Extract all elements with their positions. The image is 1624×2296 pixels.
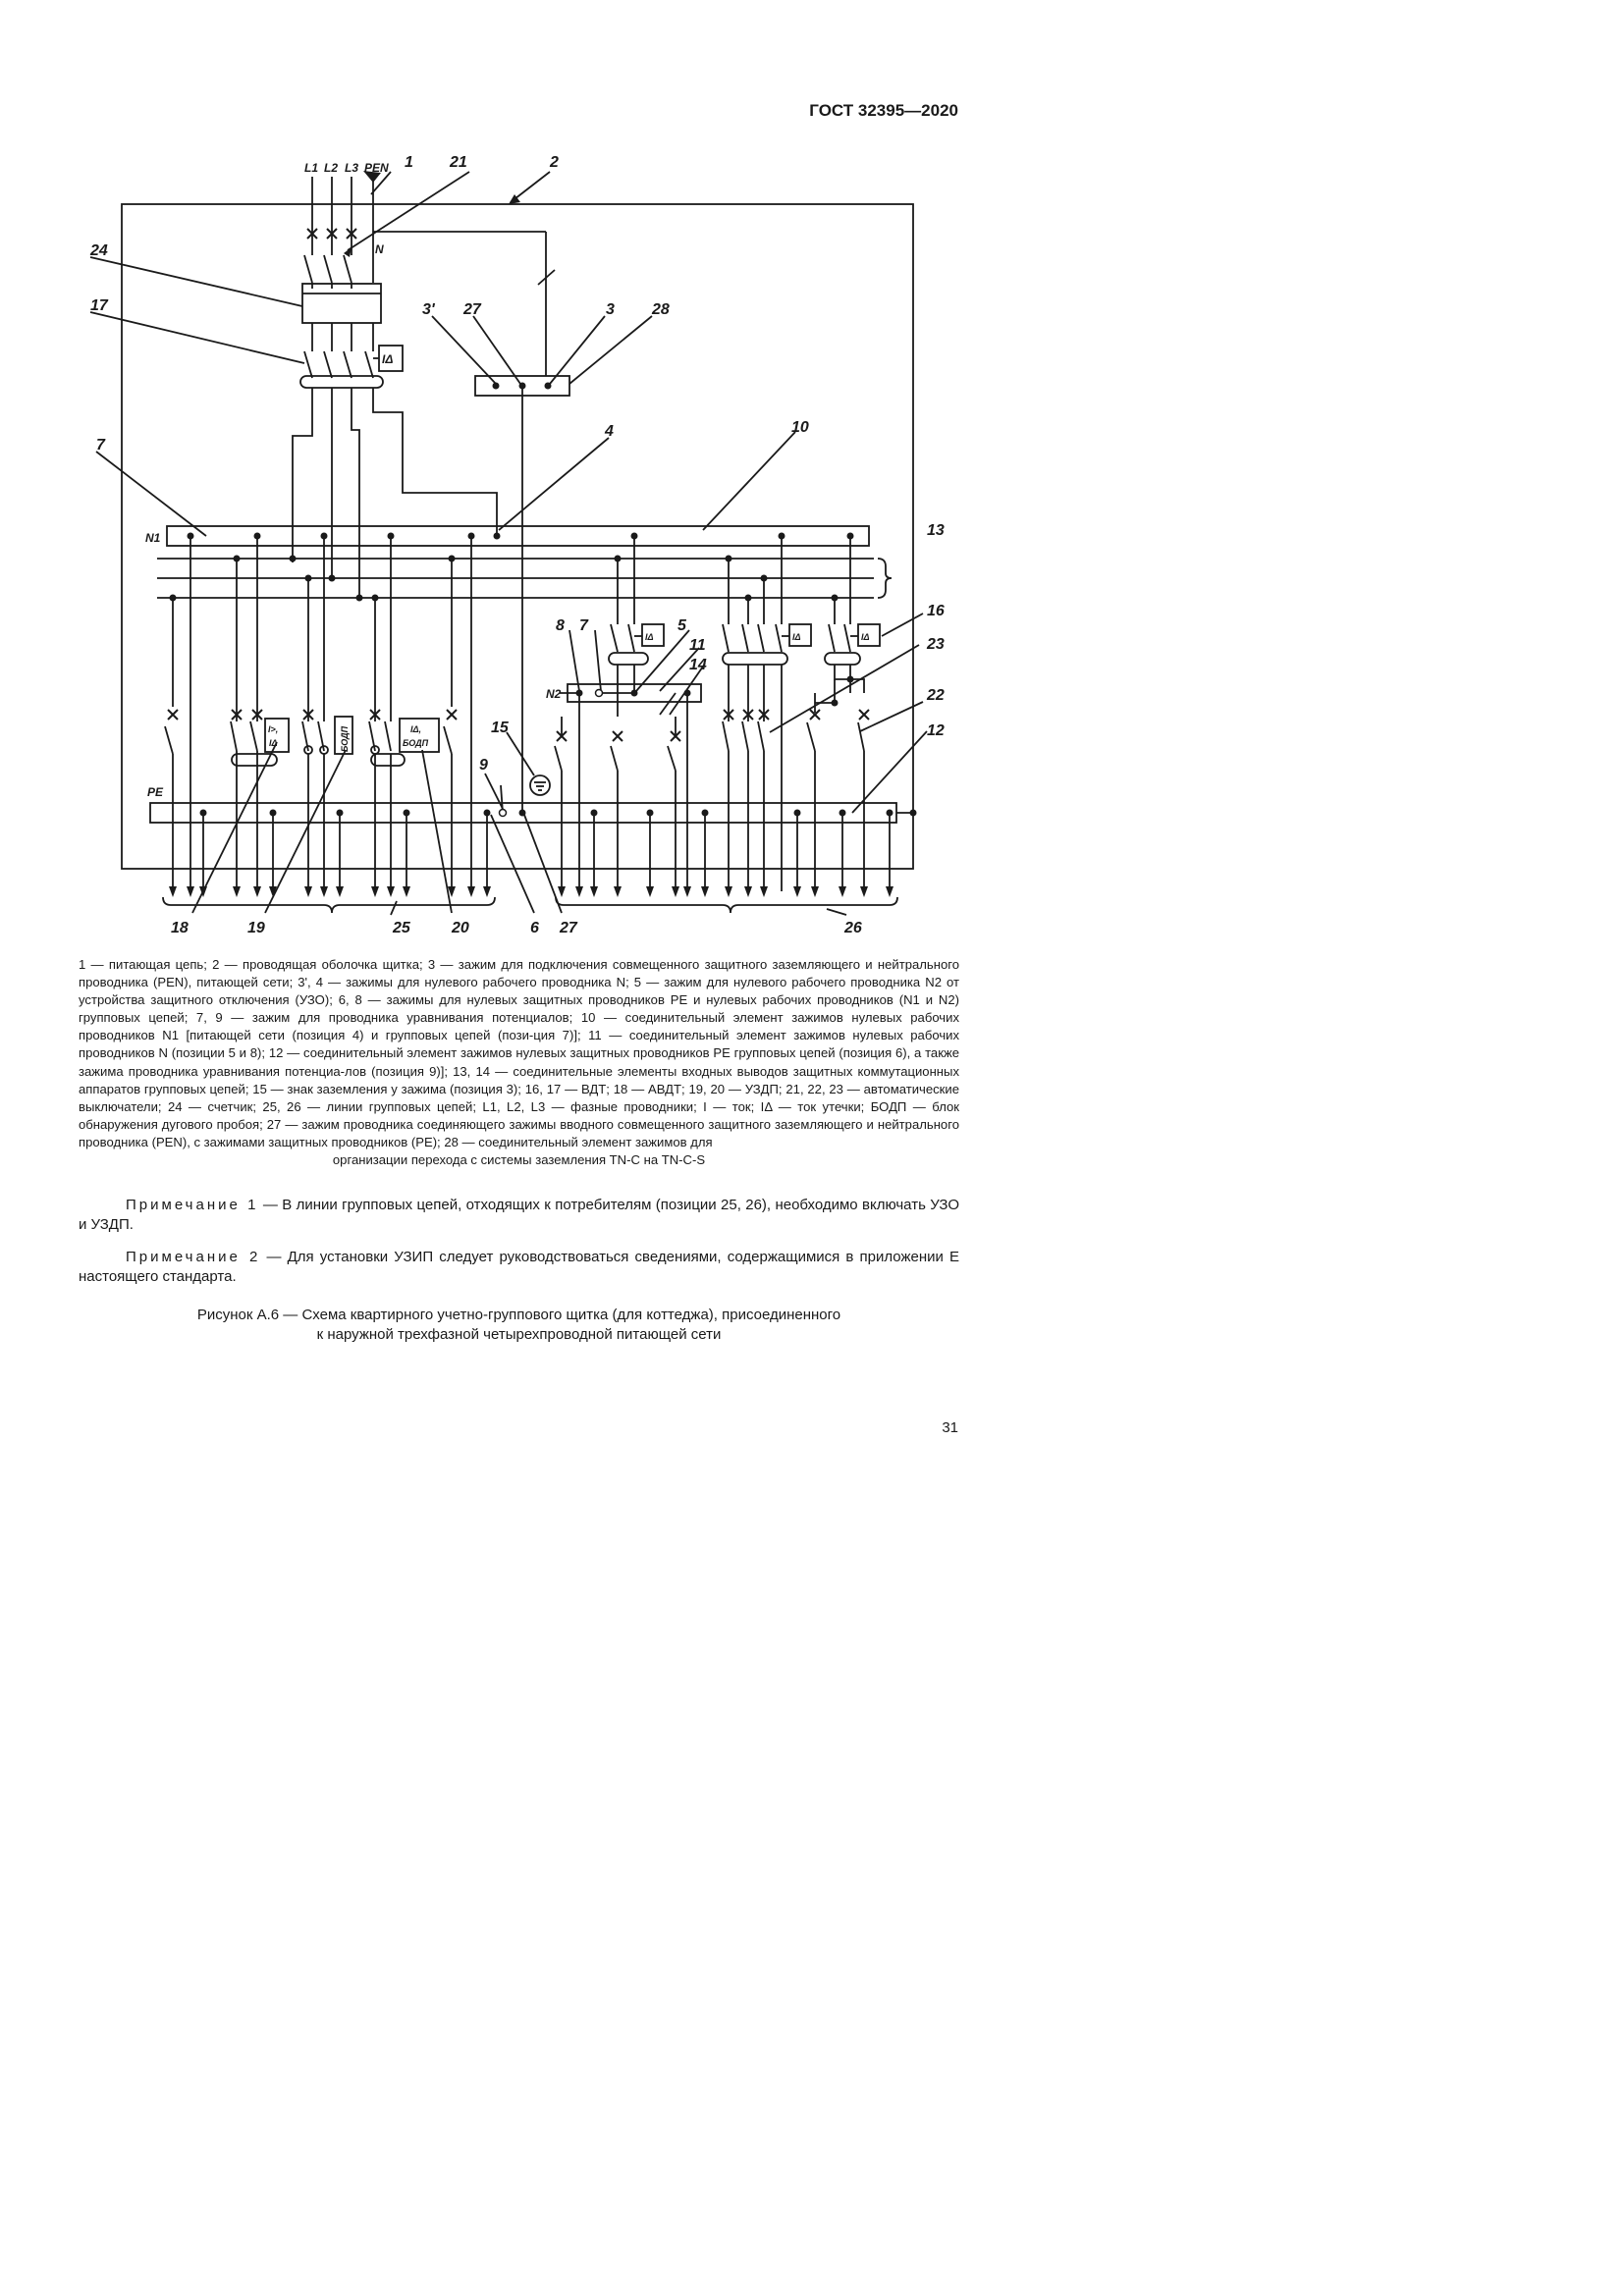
label-l1: L1 bbox=[304, 161, 318, 175]
callout-14: 14 bbox=[689, 657, 707, 673]
label-idelta-rcd-b: IΔ bbox=[792, 632, 801, 642]
callout-13: 13 bbox=[927, 522, 945, 539]
callout-23: 23 bbox=[926, 636, 945, 653]
right-group-circuits bbox=[554, 536, 891, 891]
note-2-label: Примечание 2 bbox=[126, 1249, 261, 1265]
output-arrows bbox=[169, 171, 893, 897]
note-2-text: — Для установки УЗИП следует руководство… bbox=[79, 1249, 959, 1285]
note-1: Примечание 1 — В линии групповых цепей, … bbox=[79, 1196, 959, 1235]
callout-12: 12 bbox=[927, 722, 945, 739]
diagram-wires bbox=[89, 171, 928, 916]
legend-last-line: организации перехода с системы заземлени… bbox=[332, 1152, 706, 1168]
label-l2: L2 bbox=[324, 161, 338, 175]
electricity-meter bbox=[301, 283, 382, 324]
callout-10: 10 bbox=[791, 419, 809, 436]
callout-19: 19 bbox=[247, 920, 265, 936]
callout-5: 5 bbox=[677, 617, 687, 634]
document-standard-number: ГОСТ 32395—2020 bbox=[809, 101, 958, 120]
callout-21: 21 bbox=[449, 154, 467, 171]
n1-bus bbox=[166, 525, 870, 547]
callout-7-left: 7 bbox=[96, 437, 106, 454]
callout-9: 9 bbox=[479, 757, 488, 774]
breaker-crosses bbox=[167, 228, 870, 742]
callout-16: 16 bbox=[927, 603, 945, 619]
caption-line-1: Рисунок А.6 — Схема квартирного учетно-г… bbox=[196, 1307, 841, 1323]
callout-27-bottom: 27 bbox=[559, 920, 578, 936]
figure-legend: 1 — питающая цепь; 2 — проводящая оболоч… bbox=[79, 956, 959, 1169]
label-idelta-20: IΔ, bbox=[410, 724, 421, 734]
callout-8: 8 bbox=[556, 617, 565, 634]
label-idelta-rcd-a: IΔ bbox=[645, 632, 654, 642]
callout-25: 25 bbox=[392, 920, 411, 936]
callout-27-top: 27 bbox=[462, 301, 482, 318]
label-pe: PE bbox=[147, 785, 164, 799]
label-overcurrent-18: I>, bbox=[268, 724, 278, 734]
label-n: N bbox=[375, 242, 384, 256]
callout-28: 28 bbox=[651, 301, 670, 318]
label-l3: L3 bbox=[345, 161, 358, 175]
open-contacts bbox=[498, 688, 604, 818]
page-number: 31 bbox=[942, 1419, 958, 1436]
callout-4: 4 bbox=[604, 423, 614, 440]
brace-25 bbox=[162, 896, 496, 914]
wiring-diagram: L1 L2 L3 PEN N N1 N2 PE IΔ IΔ IΔ IΔ I>, … bbox=[89, 154, 945, 936]
ground-symbol bbox=[529, 774, 551, 796]
label-bodp-20: БОДП bbox=[403, 738, 429, 748]
label-idelta-18: IΔ bbox=[269, 738, 278, 748]
junction-dots bbox=[169, 382, 917, 817]
callout-3: 3 bbox=[606, 301, 615, 318]
label-bodp-19: БОДП bbox=[340, 725, 350, 752]
callout-1: 1 bbox=[405, 154, 413, 171]
label-n2: N2 bbox=[546, 687, 562, 701]
callout-3-prime: 3' bbox=[422, 301, 436, 318]
callout-7-right: 7 bbox=[579, 617, 589, 634]
callout-24: 24 bbox=[89, 242, 108, 259]
callout-11: 11 bbox=[689, 637, 706, 654]
left-group-circuits bbox=[164, 536, 488, 891]
figure-caption: Рисунок А.6 — Схема квартирного учетно-г… bbox=[98, 1306, 940, 1345]
note-1-label: Примечание 1 bbox=[126, 1197, 259, 1213]
label-n1: N1 bbox=[145, 531, 161, 545]
label-pen: PEN bbox=[364, 161, 389, 175]
brace-13 bbox=[877, 558, 893, 599]
note-1-text: — В линии групповых цепей, отходящих к п… bbox=[79, 1197, 959, 1233]
callout-15: 15 bbox=[491, 720, 510, 736]
caption-line-2: к наружной трехфазной четырехпроводной п… bbox=[316, 1326, 722, 1343]
callout-2: 2 bbox=[549, 154, 559, 171]
enclosure-frame bbox=[121, 203, 914, 870]
callout-6: 6 bbox=[530, 920, 539, 936]
brace-26 bbox=[555, 896, 898, 914]
callout-17: 17 bbox=[90, 297, 109, 314]
note-2: Примечание 2 — Для установки УЗИП следуе… bbox=[79, 1248, 959, 1287]
label-idelta-17: IΔ bbox=[382, 352, 393, 366]
callout-18: 18 bbox=[171, 920, 189, 936]
callout-20: 20 bbox=[451, 920, 469, 936]
callout-22: 22 bbox=[926, 687, 945, 704]
label-idelta-16: IΔ bbox=[861, 632, 870, 642]
callout-26: 26 bbox=[843, 920, 862, 936]
legend-body: 1 — питающая цепь; 2 — проводящая оболоч… bbox=[79, 957, 959, 1149]
